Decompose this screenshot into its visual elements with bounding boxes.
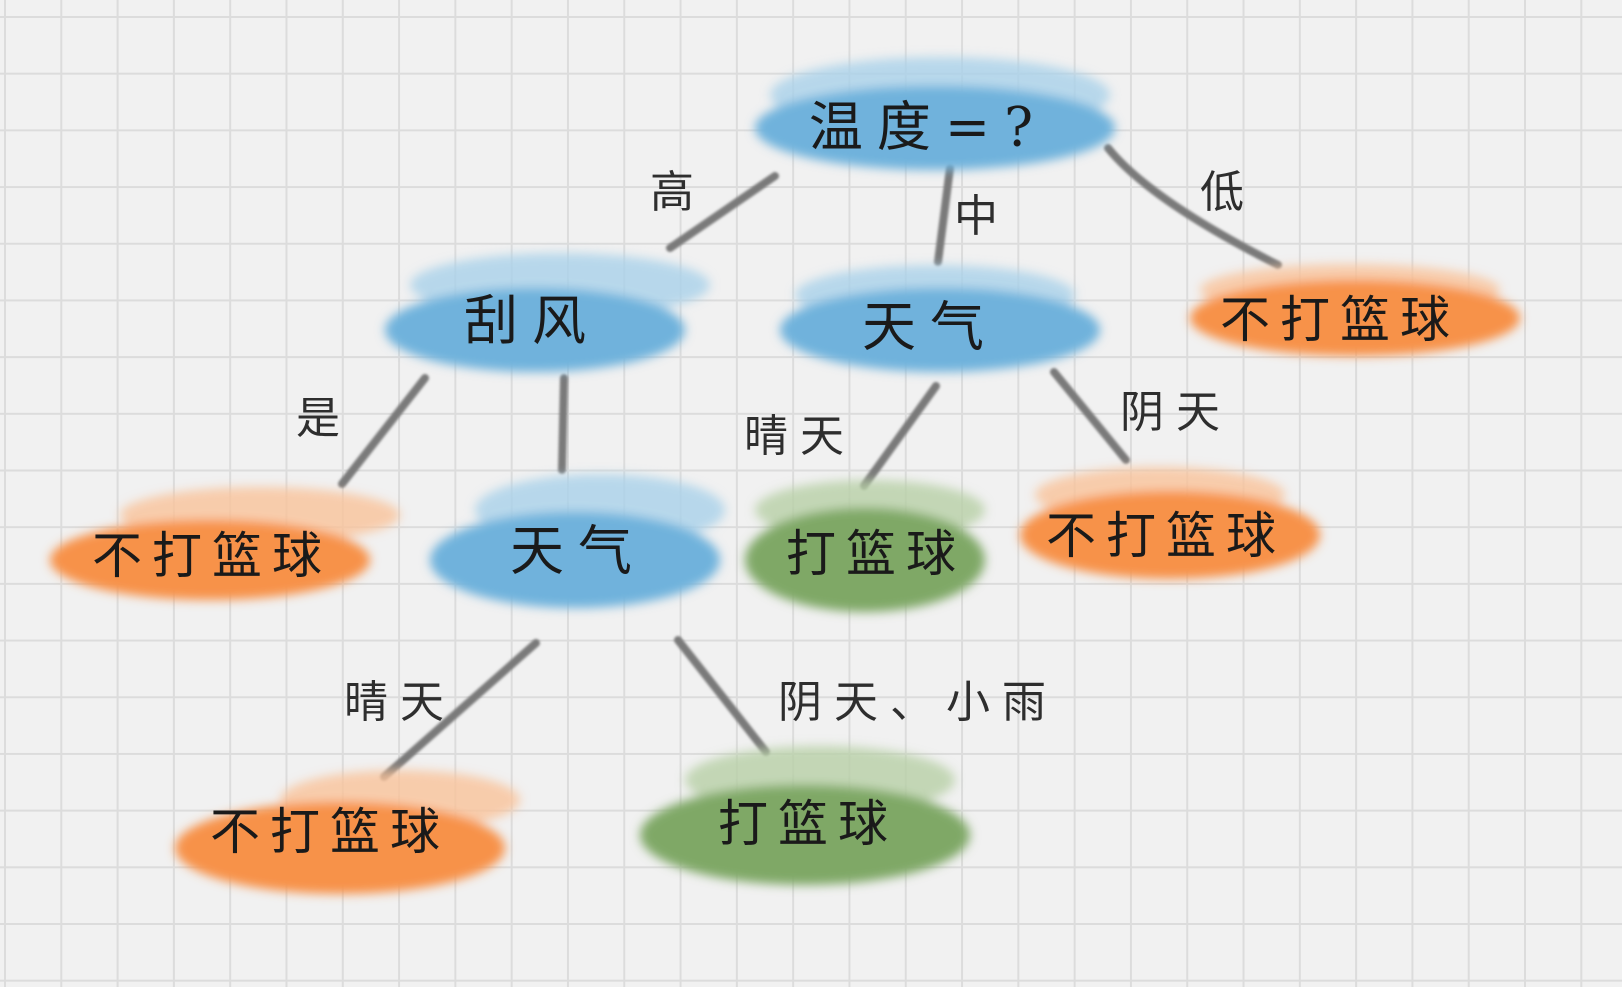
node-leaf-wind-yes-label: 不打篮球 [92,527,332,585]
edge-wind-cloudy-rain-label: 阴天、小雨 [778,677,1058,728]
node-wind-blob [385,253,710,372]
edge-low-label: 低 [1200,167,1256,218]
edge-low [1104,144,1282,269]
node-leaf-mid-cloudy-blob [1020,467,1320,579]
node-leaf-mid-cloudy-label: 不打篮球 [1046,507,1286,565]
node-wind-label: 刮风 [464,289,600,353]
edge-mid [934,164,954,266]
node-leaf-wind-cloudy-rain-blob [640,746,970,885]
edge-no [558,374,568,474]
edge-yes [338,374,429,488]
node-weather-mid-label: 天气 [862,295,998,359]
node-weather-mid-blob [780,265,1100,372]
edges [338,144,1282,781]
node-weather-wind-label: 天气 [510,519,646,583]
node-blobs [50,57,1520,894]
node-root-blob [755,57,1115,170]
edge-high-label: 高 [650,167,706,218]
node-leaf-wind-cloudy-rain-label: 打篮球 [718,795,898,853]
edge-wind-sunny-label: 晴天 [344,677,456,728]
node-leaf-low-label: 不打篮球 [1220,291,1460,349]
node-weather-wind-blob [430,474,725,608]
edge-mid-cloudy-label: 阴天 [1120,387,1232,438]
node-leaf-wind-sunny-label: 不打篮球 [210,803,450,861]
node-leaf-wind-sunny-blob [175,770,520,894]
edge-mid-sunny [860,382,940,490]
node-root-label: 温度=? [808,95,1048,159]
node-leaf-mid-sunny-blob [745,480,985,612]
edge-mid-cloudy [1050,368,1130,464]
edge-wind-sunny [380,639,540,781]
edge-yes-label: 是 [296,393,352,444]
edge-high [666,172,779,252]
node-leaf-low-blob [1190,264,1520,356]
edge-mid-sunny-label: 晴天 [744,411,856,462]
node-leaf-mid-sunny-label: 打篮球 [786,525,966,583]
edge-mid-label: 中 [954,191,1010,242]
node-leaf-wind-yes-blob [50,487,400,600]
edge-wind-cloudy-rain [674,636,770,756]
